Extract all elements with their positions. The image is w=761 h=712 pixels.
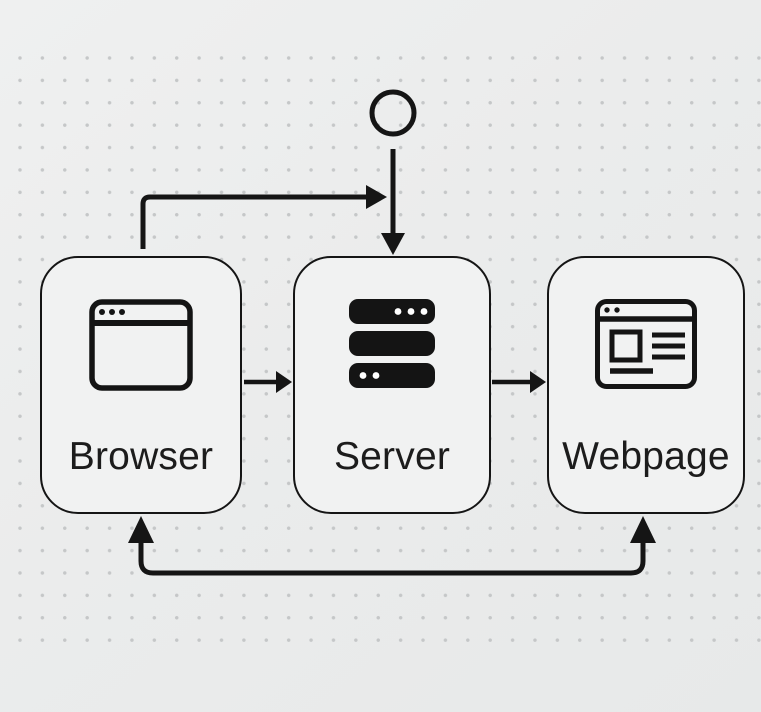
webpage-layout-icon xyxy=(549,299,743,389)
connector-start-to-server xyxy=(381,149,405,255)
node-label-browser: Browser xyxy=(68,435,214,478)
connector-webpage-browser-return xyxy=(128,516,656,576)
arrowhead-right-icon xyxy=(276,371,292,393)
node-label-webpage: Webpage xyxy=(562,435,730,478)
node-webpage: Webpage xyxy=(547,256,745,514)
arrowhead-right-icon xyxy=(530,371,546,393)
browser-window-icon xyxy=(42,299,240,391)
arrowhead-down-icon xyxy=(381,233,405,255)
arrowhead-up-icon xyxy=(128,516,154,543)
connector-browser-up-to-server xyxy=(140,185,387,249)
connector-browser-to-server xyxy=(244,371,292,393)
connector-server-to-webpage xyxy=(492,371,546,393)
server-stack-icon xyxy=(295,299,489,389)
arrowhead-up-icon xyxy=(630,516,656,543)
node-label-server: Server xyxy=(333,435,451,478)
start-circle-icon xyxy=(369,89,417,137)
arrowhead-right-icon xyxy=(366,185,387,209)
node-browser: Browser xyxy=(40,256,242,514)
node-server: Server xyxy=(293,256,491,514)
